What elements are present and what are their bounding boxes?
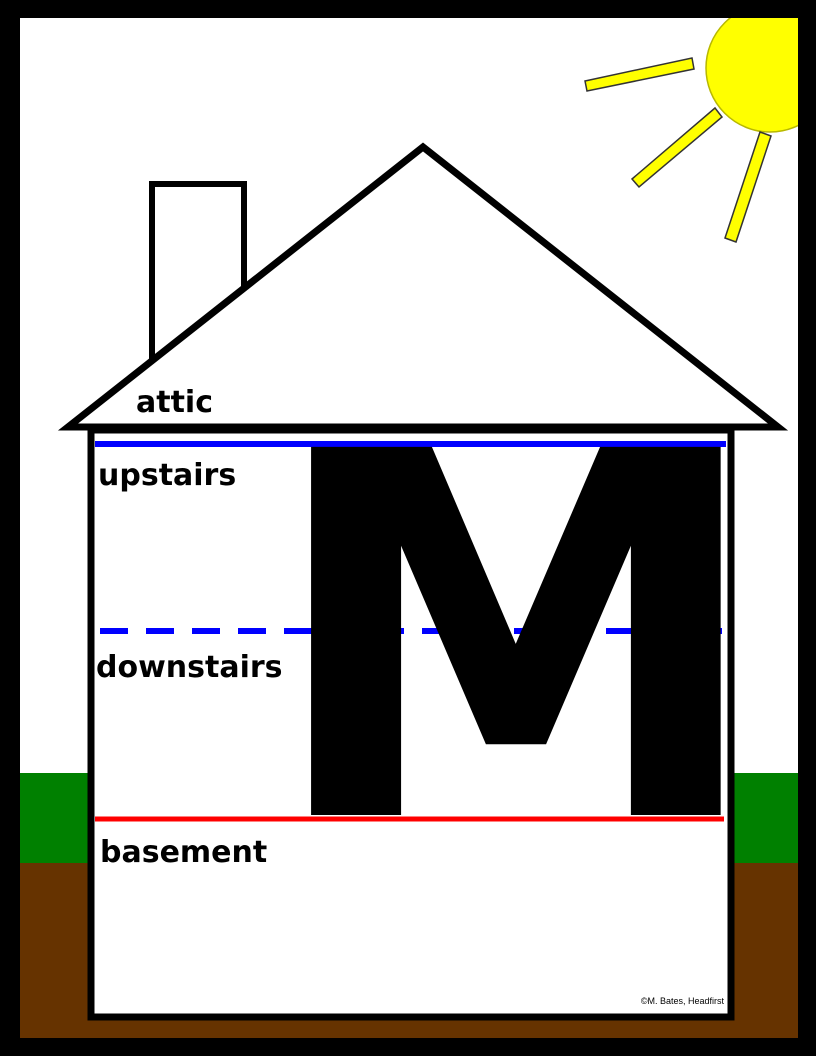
sun-disc bbox=[705, 18, 798, 133]
basement-label: basement bbox=[100, 835, 267, 870]
sun-ray bbox=[630, 106, 724, 189]
downstairs-label: downstairs bbox=[96, 650, 283, 685]
upstairs-label: upstairs bbox=[98, 458, 236, 493]
copyright-text: ©M. Bates, Headfirst bbox=[641, 996, 725, 1006]
sun bbox=[584, 18, 798, 243]
sun-ray bbox=[724, 131, 772, 243]
featured-letter: M bbox=[265, 347, 768, 935]
house-body bbox=[87, 426, 735, 1021]
attic-label: attic bbox=[136, 385, 213, 420]
sun-ray bbox=[584, 57, 695, 92]
